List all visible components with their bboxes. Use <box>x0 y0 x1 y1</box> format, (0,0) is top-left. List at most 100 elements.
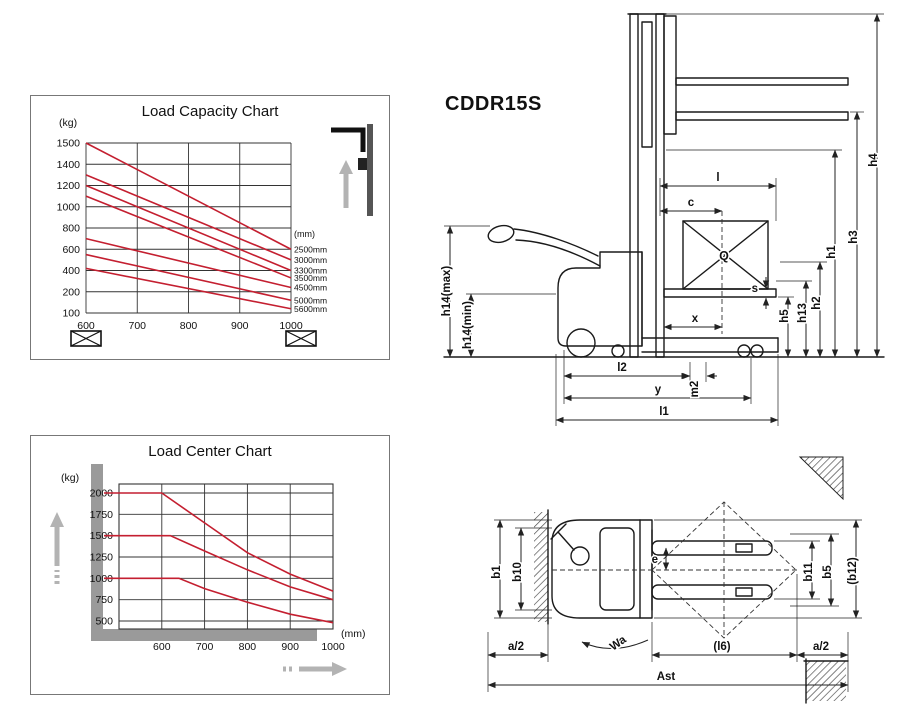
chassis-top <box>599 527 635 611</box>
capacity-line <box>85 184 292 272</box>
gray-axis-bars <box>91 464 317 641</box>
series-label: 3500mm <box>294 273 327 283</box>
load-wheel <box>737 344 751 358</box>
rack-corner-hatch <box>798 456 844 501</box>
x-tick-label: 700 <box>128 320 146 332</box>
raised-fork-blade <box>675 77 849 86</box>
drive-wheel <box>566 328 596 358</box>
series-label: 3300mm <box>294 266 327 276</box>
dim-label-l: l <box>716 172 719 184</box>
center-chart-title: Load Center Chart <box>148 443 272 460</box>
dim-label-x: x <box>692 313 699 325</box>
dim-label-ast: Ast <box>657 671 676 683</box>
dim-label-h14min: h14(min) <box>462 301 474 349</box>
x-unit-label: (mm) <box>341 628 366 640</box>
tiller-pivot <box>570 546 590 566</box>
inner-mast <box>641 21 653 148</box>
dim-label-a2-left: a/2 <box>508 641 524 653</box>
dim-label-h3: h3 <box>848 230 860 243</box>
y-unit-label: (kg) <box>61 472 79 484</box>
dim-label-y: y <box>655 384 662 396</box>
truck-body <box>557 251 643 347</box>
y-unit-label: (kg) <box>59 117 77 129</box>
raised-fork-blade <box>675 111 849 121</box>
dim-label-h14max: h14(max) <box>441 266 453 317</box>
side-view-dimensions: Q l c x s h4 h3 h1 h2 h13 h5 h14(max) h1… <box>440 13 884 426</box>
dim-label-b5: b5 <box>822 565 834 579</box>
load-box <box>682 220 769 290</box>
y-tick-label: 2000 <box>90 488 114 500</box>
capacity-line <box>85 174 292 261</box>
dim-label-l2: l2 <box>617 362 627 374</box>
dim-label-s: s <box>752 283 758 295</box>
center-curve <box>104 534 334 601</box>
y-tick-label: 1400 <box>57 159 81 171</box>
wall-corner-hatch <box>806 661 846 701</box>
y-tick-label: 1200 <box>57 180 81 192</box>
load-fork-blade <box>663 288 777 298</box>
up-arrow-icon <box>50 512 64 584</box>
tiller-arm <box>513 228 599 257</box>
x-tick-label: 800 <box>239 641 257 653</box>
load-weight-label: Q <box>719 249 729 263</box>
series-label: 3000mm <box>294 255 327 265</box>
series-label: 4500mm <box>294 283 327 293</box>
truck-body-top <box>551 519 653 619</box>
series-label: 5000mm <box>294 295 327 305</box>
dim-label-b10: b10 <box>512 562 524 582</box>
top-view-drawing <box>534 456 849 704</box>
load-wheel <box>750 344 764 358</box>
y-tick-label: 750 <box>95 594 113 606</box>
y-tick-label: 400 <box>62 265 80 277</box>
raised-carriage <box>663 15 677 135</box>
x-tick-label: 700 <box>196 641 214 653</box>
dim-label-c: c <box>688 197 695 209</box>
model-title: CDDR15S <box>445 93 542 115</box>
y-tick-label: 800 <box>62 223 80 235</box>
y-tick-label: 1000 <box>90 573 114 585</box>
dim-label-e: e <box>652 554 658 566</box>
turning-envelope <box>651 501 797 639</box>
x-tick-label: 900 <box>281 641 299 653</box>
pallet-icon-left <box>70 330 102 347</box>
caster-wheel <box>611 344 625 358</box>
y-tick-label: 500 <box>95 616 113 628</box>
y-tick-label: 1000 <box>57 201 81 213</box>
capacity-line <box>85 142 292 250</box>
dim-label-h1: h1 <box>826 245 838 259</box>
wall-hatch <box>534 512 548 622</box>
center-curve <box>104 577 334 624</box>
y-tick-label: 100 <box>62 308 80 320</box>
dim-label-b12: (b12) <box>847 557 859 585</box>
dim-label-wa: Wa <box>608 633 629 653</box>
y-tick-label: 600 <box>62 244 80 256</box>
series-label: 2500mm <box>294 244 327 254</box>
turning-radius-arrow <box>581 639 649 650</box>
series-label: 5600mm <box>294 304 327 314</box>
center-curve <box>104 492 334 592</box>
dim-label-h13: h13 <box>797 303 809 323</box>
x-tick-label: 800 <box>180 320 198 332</box>
y-tick-label: 1500 <box>90 530 114 542</box>
mast-lift-icon <box>331 124 373 216</box>
y-tick-label: 1750 <box>90 509 114 521</box>
series-unit-label: (mm) <box>294 229 315 239</box>
x-tick-label: 600 <box>77 320 95 332</box>
x-tick-label: 900 <box>231 320 249 332</box>
capacity-line <box>85 253 292 302</box>
dim-label-l1: l1 <box>659 406 669 418</box>
dim-label-h4: h4 <box>868 153 880 167</box>
capacity-line <box>85 195 292 279</box>
capacity-line <box>85 237 292 289</box>
dim-label-h2: h2 <box>811 296 823 309</box>
mast-upright <box>629 13 639 358</box>
dim-label-a2-right: a/2 <box>813 641 829 653</box>
right-arrow-icon <box>283 662 347 676</box>
tiller-arm-top <box>557 531 575 551</box>
dim-label-b11: b11 <box>803 562 815 582</box>
